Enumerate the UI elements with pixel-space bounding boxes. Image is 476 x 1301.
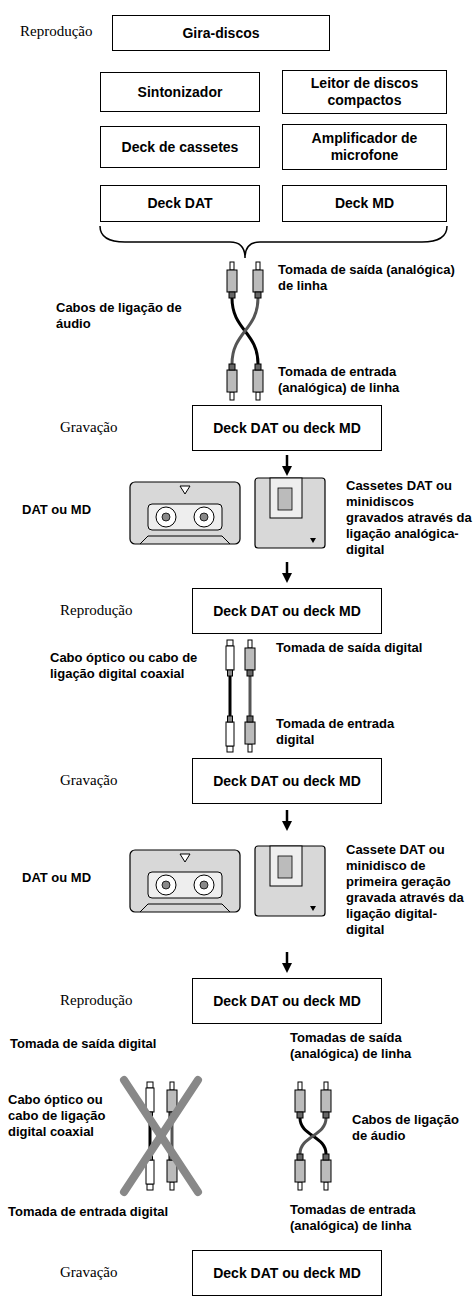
callout-label: Tomada de entrada (analógica) de linha bbox=[278, 364, 458, 396]
device-box: Deck DAT ou deck MD bbox=[192, 1250, 382, 1296]
device-box: Leitor de discos compactos bbox=[282, 70, 447, 114]
stage-label: Gravação bbox=[60, 418, 180, 436]
device-box: Deck DAT ou deck MD bbox=[192, 405, 382, 451]
device-name: Amplificador de microfone bbox=[289, 130, 440, 164]
device-name: Deck DAT bbox=[147, 195, 212, 212]
crossed-digital-cable bbox=[124, 1080, 198, 1192]
device-name: Deck DAT ou deck MD bbox=[213, 603, 361, 620]
callout-label: Tomadas de saída (analógica) de linha bbox=[290, 1030, 470, 1062]
audio-cable bbox=[295, 1082, 331, 1190]
callout-label: Tomada de entrada digital bbox=[276, 716, 436, 748]
callout-label: Tomada de entrada digital bbox=[8, 1204, 178, 1220]
stage-label: Reprodução bbox=[60, 601, 180, 619]
callout-label: DAT ou MD bbox=[22, 870, 122, 886]
dat-md-media bbox=[130, 846, 325, 916]
device-box: Deck DAT bbox=[100, 185, 260, 222]
device-box: Deck DAT ou deck MD bbox=[192, 588, 382, 634]
digital-cable bbox=[226, 640, 255, 752]
callout-label: Tomada de saída digital bbox=[276, 640, 436, 656]
device-name: Gira-discos bbox=[182, 25, 259, 42]
dat-md-media bbox=[130, 478, 325, 548]
device-box: Amplificador de microfone bbox=[282, 124, 447, 170]
device-box: Deck DAT ou deck MD bbox=[192, 978, 382, 1024]
callout-label: Tomadas de entrada (analógica) de linha bbox=[290, 1202, 470, 1234]
device-name: Deck de cassetes bbox=[122, 139, 239, 156]
device-box: Deck MD bbox=[282, 185, 447, 222]
device-name: Sintonizador bbox=[138, 84, 223, 101]
stage-label: Gravação bbox=[60, 771, 180, 789]
stage-label: Reprodução bbox=[20, 22, 110, 40]
device-name: Deck DAT ou deck MD bbox=[213, 773, 361, 790]
device-name: Deck DAT ou deck MD bbox=[213, 1265, 361, 1282]
device-box: Gira-discos bbox=[112, 15, 330, 51]
callout-label: Cassetes DAT ou minidiscos gravados atra… bbox=[346, 478, 472, 558]
callout-label: Cabos de ligação de áudio bbox=[352, 1112, 470, 1144]
stage-label: Gravação bbox=[60, 1263, 180, 1281]
device-box: Sintonizador bbox=[100, 72, 260, 112]
stage-label: Reprodução bbox=[60, 991, 180, 1009]
device-name: Deck DAT ou deck MD bbox=[213, 993, 361, 1010]
device-name: Deck MD bbox=[335, 195, 394, 212]
device-box: Deck DAT ou deck MD bbox=[192, 758, 382, 804]
callout-label: Cabo óptico ou cabo de ligação digital c… bbox=[50, 650, 210, 682]
brace bbox=[100, 226, 447, 258]
callout-label: Tomada de saída (analógica) de linha bbox=[278, 262, 458, 294]
callout-label: DAT ou MD bbox=[22, 502, 122, 518]
device-name: Deck DAT ou deck MD bbox=[213, 420, 361, 437]
device-name: Leitor de discos compactos bbox=[289, 75, 440, 109]
callout-label: Cabos de ligação de áudio bbox=[56, 300, 206, 332]
device-box: Deck de cassetes bbox=[100, 126, 260, 168]
audio-cable bbox=[227, 262, 263, 400]
callout-label: Tomada de saída digital bbox=[10, 1036, 210, 1052]
callout-label: Cabo óptico ou cabo de ligação digital c… bbox=[8, 1092, 118, 1140]
callout-label: Cassete DAT ou minidisco de primeira ger… bbox=[346, 842, 472, 938]
